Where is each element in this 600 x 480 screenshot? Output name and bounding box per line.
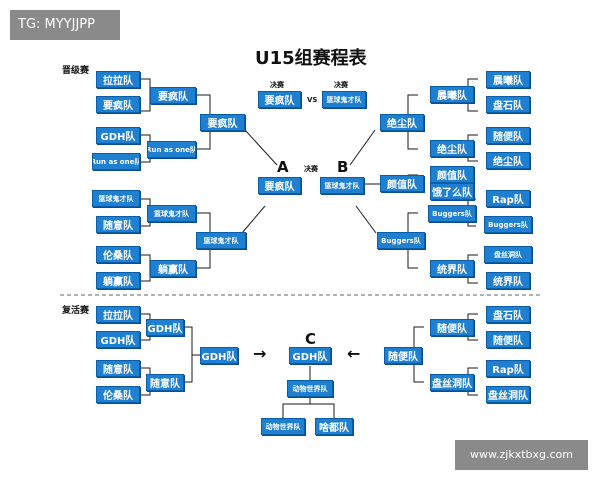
- revival-right-r1-team: 盘丝洞队: [486, 386, 530, 403]
- right-r1-team: 随便队: [486, 127, 530, 144]
- right-r2-team: 晨曦队: [430, 86, 474, 103]
- right-r1-team: 颜值队: [430, 166, 474, 183]
- center-team-a: 要疯队: [258, 177, 301, 194]
- left-r1-team: 篮球鬼才队: [92, 190, 140, 207]
- left-r2-team: 篮球鬼才队: [147, 205, 196, 222]
- watermark-bottom: www.zjkxtbxg.com: [455, 440, 588, 470]
- right-r2-team: Buggers队: [428, 205, 476, 222]
- left-r3-team: 要疯队: [200, 114, 245, 131]
- left-r1-team: 随意队: [96, 216, 140, 233]
- left-r2-team: 要疯队: [150, 87, 196, 104]
- arrow-right-icon: →: [253, 344, 267, 363]
- revival-left-r1-team: 拉拉队: [96, 306, 140, 323]
- revival-right-r1-team: 盘石队: [486, 306, 530, 323]
- revival-winner: GDH队: [289, 347, 331, 364]
- watermark-top: TG: MYYJJPP: [10, 10, 120, 40]
- revival-left-r1-team: 随意队: [96, 360, 140, 377]
- left-r2-team: 躺赢队: [150, 260, 196, 277]
- right-r2-team: 统界队: [430, 260, 474, 277]
- final-team-right: 篮球鬼才队: [322, 91, 366, 108]
- right-r3-team: 颜值队: [380, 175, 424, 192]
- right-r1-team: 晨曦队: [486, 71, 530, 88]
- revival-left-r3-team: GDH队: [200, 347, 238, 364]
- right-r1-team: 绝尘队: [486, 152, 530, 169]
- left-r2-team: Run as one队: [147, 141, 196, 158]
- label-b: B: [337, 158, 349, 176]
- revival-left-r1-team: GDH队: [96, 331, 140, 348]
- revival-final-right: 啥都队: [315, 418, 353, 435]
- left-r1-team: GDH队: [96, 127, 140, 144]
- revival-right-r1-team: Rap队: [486, 360, 530, 377]
- label-a: A: [277, 158, 289, 176]
- right-r1-team: 饿了么队: [430, 183, 474, 200]
- revival-semi: 动物世界队: [287, 380, 333, 397]
- left-r1-team: 伦桑队: [96, 246, 140, 263]
- section-revival: 复活赛: [62, 306, 90, 316]
- center-team-b: 篮球鬼才队: [320, 177, 364, 194]
- right-r1-team: Buggers队: [484, 216, 532, 233]
- revival-left-r1-team: 伦桑队: [96, 386, 140, 403]
- right-r3-team: 绝尘队: [380, 114, 424, 131]
- right-r1-team: 统界队: [486, 272, 530, 289]
- page-title: U15组赛程表: [255, 48, 367, 69]
- final-vs: VS: [307, 96, 318, 104]
- final-team-left: 要疯队: [258, 91, 301, 108]
- final-label-right: 决赛: [334, 81, 348, 89]
- left-r1-team: 要疯队: [96, 96, 140, 113]
- left-r1-team: 拉拉队: [96, 71, 140, 88]
- left-r1-team: Run as one队: [92, 153, 140, 170]
- revival-left-r2-team: 随意队: [146, 374, 184, 391]
- revival-left-r2-team: GDH队: [146, 319, 184, 336]
- right-r1-team: 盘丝洞队: [484, 246, 532, 263]
- right-r1-team: Rap队: [486, 190, 530, 207]
- right-r2-team: 绝尘队: [430, 140, 474, 157]
- revival-right-r2-team: 盘丝洞队: [430, 374, 474, 391]
- right-r3-team: Buggers队: [377, 232, 425, 249]
- right-r1-team: 盘石队: [486, 96, 530, 113]
- section-promotion: 晋级赛: [62, 66, 90, 76]
- revival-right-r3-team: 随便队: [384, 347, 422, 364]
- revival-right-r1-team: 随便队: [486, 331, 530, 348]
- final-label-left: 决赛: [270, 81, 284, 89]
- label-c: C: [305, 330, 317, 348]
- revival-right-r2-team: 随便队: [430, 319, 474, 336]
- left-r1-team: 躺赢队: [96, 272, 140, 289]
- left-r3-team: 篮球鬼才队: [196, 232, 246, 249]
- revival-final-left: 动物世界队: [261, 418, 305, 435]
- arrow-left-icon: ←: [347, 344, 361, 363]
- center-final-label: 决赛: [304, 165, 318, 173]
